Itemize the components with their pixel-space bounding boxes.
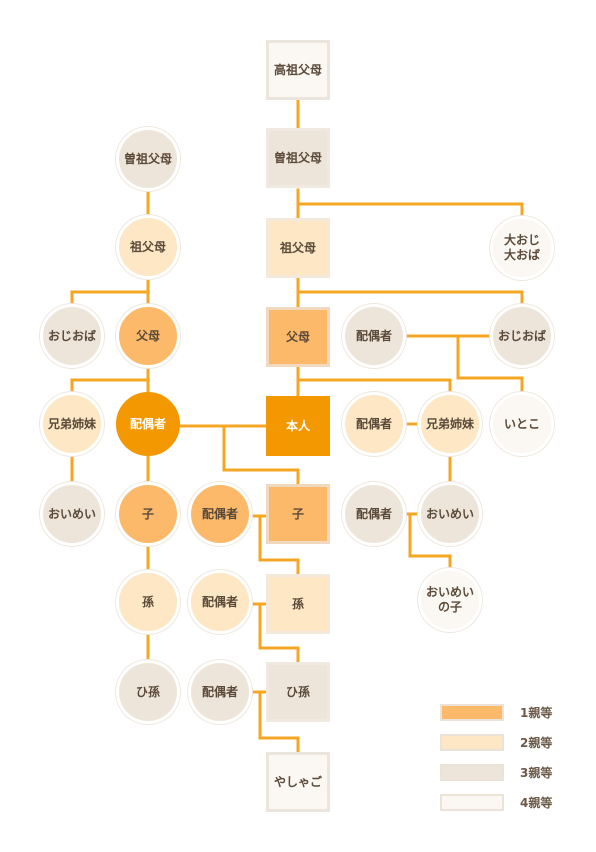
legend-swatch xyxy=(440,764,504,781)
haiguusha-self-node: 配偶者 xyxy=(116,392,180,456)
himago-left-node: ひ孫 xyxy=(116,660,180,724)
sofubo-left-node: 祖父母 xyxy=(116,215,180,279)
fubo-node: 父母 xyxy=(266,307,330,367)
legend-degree1: 1親等 xyxy=(440,704,552,721)
legend-degree4: 4親等 xyxy=(440,794,552,811)
haiguusha-greatgrandchild-node: 配偶者 xyxy=(188,660,252,724)
himago-node: ひ孫 xyxy=(266,662,330,722)
koso-fubo-node: 高祖父母 xyxy=(266,40,330,100)
mago-node: 孫 xyxy=(266,574,330,634)
haiguusha-grandchild-node: 配偶者 xyxy=(188,570,252,634)
legend-swatch xyxy=(440,734,504,751)
daioji-daioba-node: 大おじ 大おば xyxy=(490,216,554,280)
sofubo-node: 祖父母 xyxy=(266,218,330,278)
ko-left-node: 子 xyxy=(116,482,180,546)
mago-left-node: 孫 xyxy=(116,570,180,634)
haiguusha-child-node: 配偶者 xyxy=(188,482,252,546)
fubo-left-node: 父母 xyxy=(116,304,180,368)
kyodai-right-node: 兄弟姉妹 xyxy=(418,392,482,456)
haiguusha-sibling-node: 配偶者 xyxy=(342,392,406,456)
itoko-node: いとこ xyxy=(490,392,554,456)
oimei-no-ko-node: おいめい の子 xyxy=(418,568,482,632)
legend-label: 2親等 xyxy=(520,736,553,750)
ojioba-left-node: おじおば xyxy=(40,304,104,368)
soso-fubo-node: 曽祖父母 xyxy=(266,128,330,188)
kyodai-left-node: 兄弟姉妹 xyxy=(40,392,104,456)
honnin-node: 本人 xyxy=(266,396,330,456)
legend-label: 1親等 xyxy=(520,706,553,720)
haiguusha-uncle-node: 配偶者 xyxy=(342,304,406,368)
oimei-left-node: おいめい xyxy=(40,482,104,546)
soso-fubo-left-node: 曽祖父母 xyxy=(116,127,180,191)
legend-degree3: 3親等 xyxy=(440,764,552,781)
legend-label: 4親等 xyxy=(520,796,553,810)
legend-swatch xyxy=(440,704,504,721)
haiguusha-nephew-node: 配偶者 xyxy=(342,482,406,546)
legend-label: 3親等 xyxy=(520,766,553,780)
ojioba-right-node: おじおば xyxy=(490,304,554,368)
yashago-node: やしゃご xyxy=(266,752,330,812)
legend-degree2: 2親等 xyxy=(440,734,552,751)
ko-node: 子 xyxy=(266,484,330,544)
legend-swatch xyxy=(440,794,504,811)
oimei-right-node: おいめい xyxy=(418,482,482,546)
